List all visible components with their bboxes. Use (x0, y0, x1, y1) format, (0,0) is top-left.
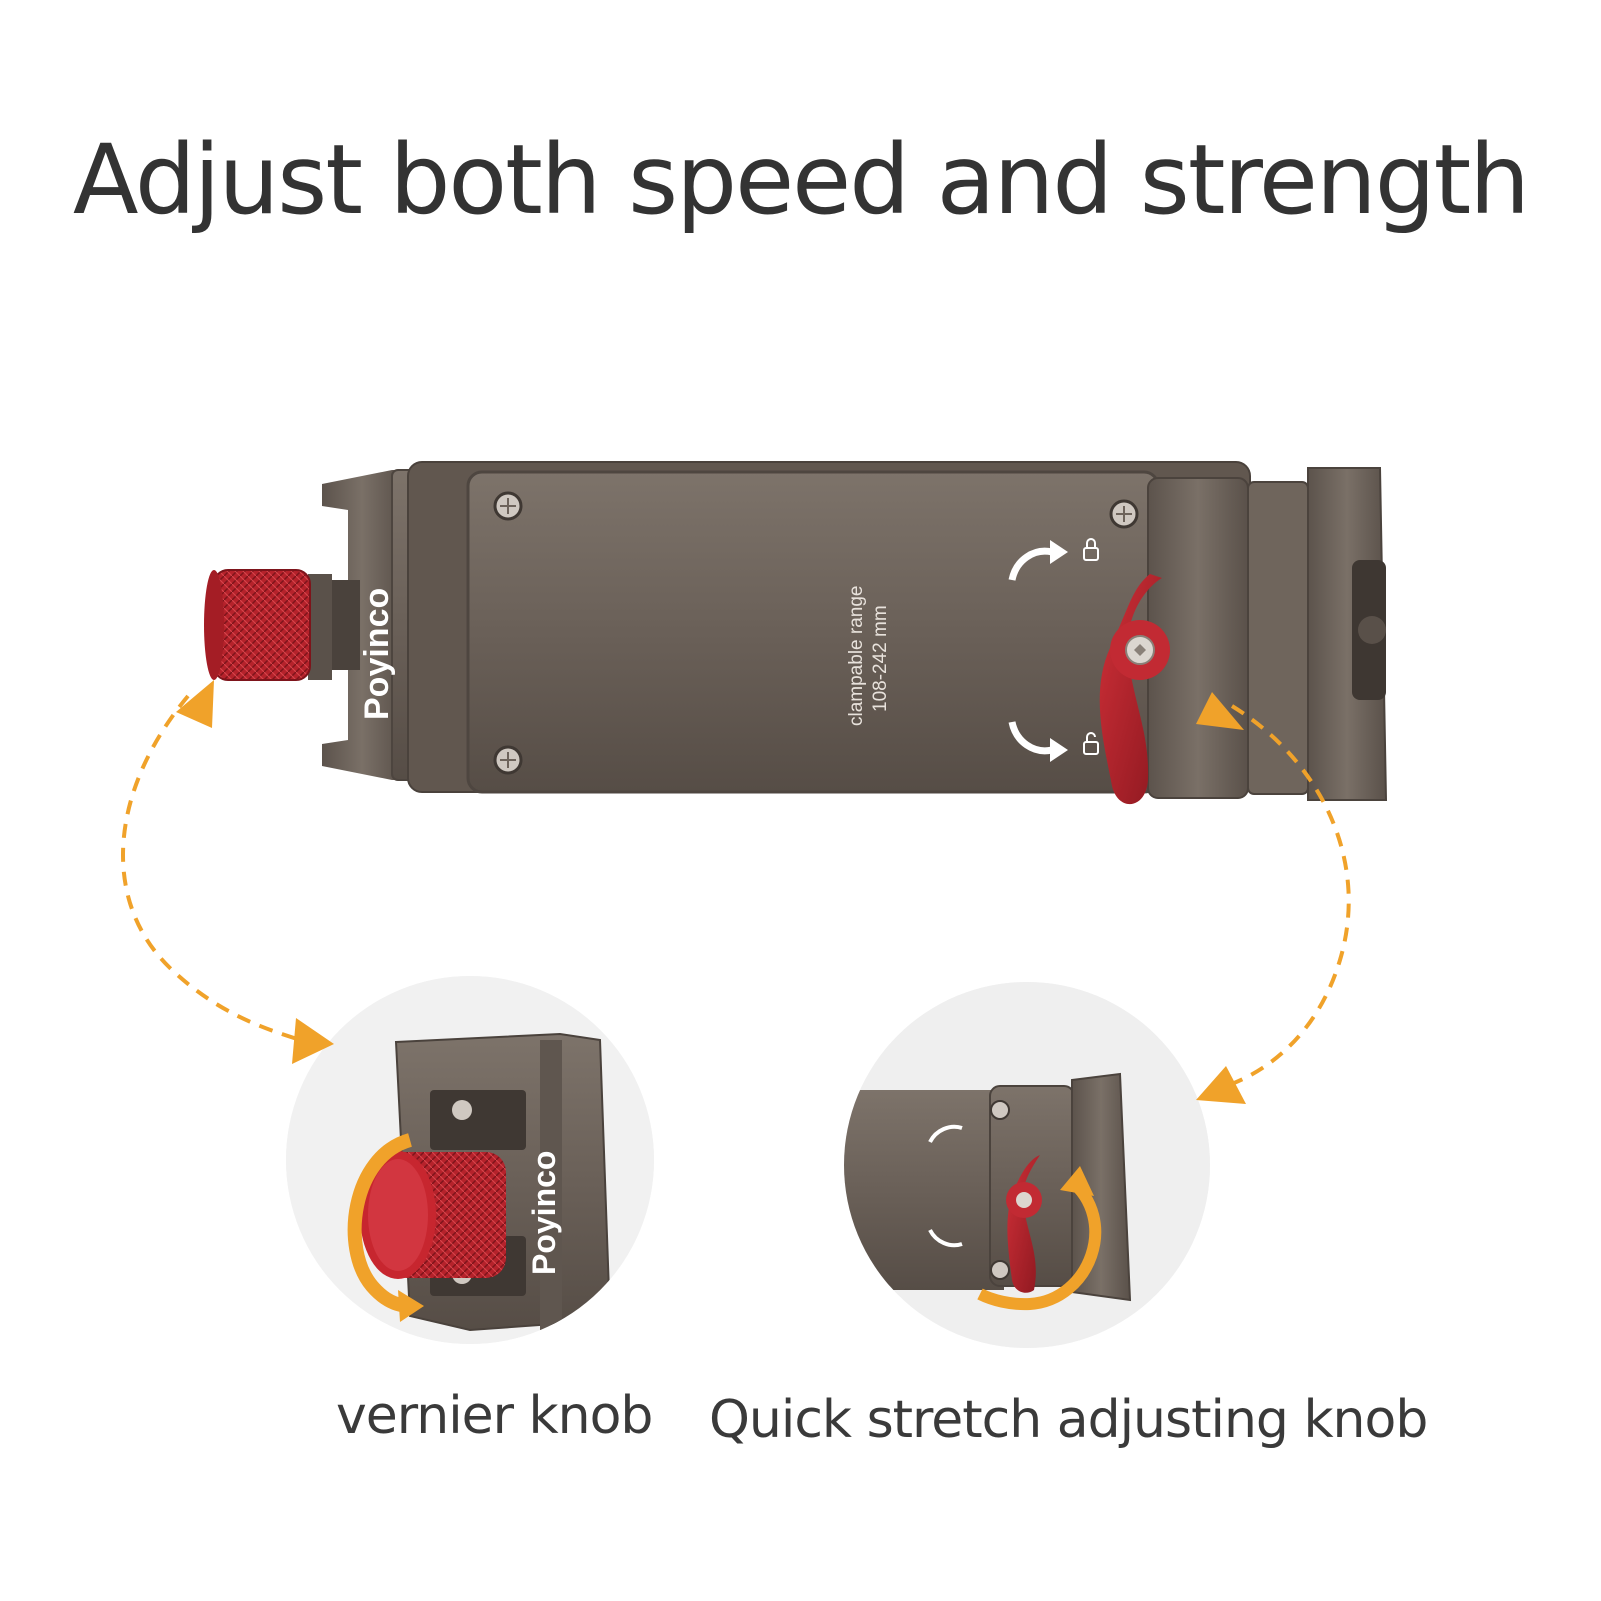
clamp-range-value: 108-242 mm (870, 605, 891, 712)
clamp-range-label: clampable range (846, 586, 867, 726)
lock-icon (1083, 538, 1099, 561)
quick-stretch-knob (1099, 574, 1170, 805)
rotate-arrow-icon (1008, 721, 1053, 755)
caption-quick-stretch-knob: Quick stretch adjusting knob (709, 1390, 1428, 1450)
vernier-knob-detail: Poyinco (286, 976, 654, 1344)
dashed-arrow-icon (1196, 692, 1351, 1104)
phone-clamp: Poyinco clampable range 108-242 mm (204, 461, 1388, 805)
unlock-icon (1083, 732, 1099, 755)
brand-logo: Poyinco (358, 588, 396, 720)
brand-logo-detail: Poyinco (526, 1151, 562, 1275)
dashed-arrow-icon (121, 680, 334, 1064)
caption-vernier-knob: vernier knob (336, 1386, 653, 1446)
quick-stretch-knob-detail (844, 982, 1210, 1348)
rotate-arrow-icon (1008, 547, 1053, 581)
vernier-knob (204, 569, 332, 681)
rotate-arrow-icon (347, 1133, 413, 1313)
page-title: Adjust both speed and strength (72, 124, 1530, 236)
rotate-arrow-icon (977, 1175, 1102, 1311)
